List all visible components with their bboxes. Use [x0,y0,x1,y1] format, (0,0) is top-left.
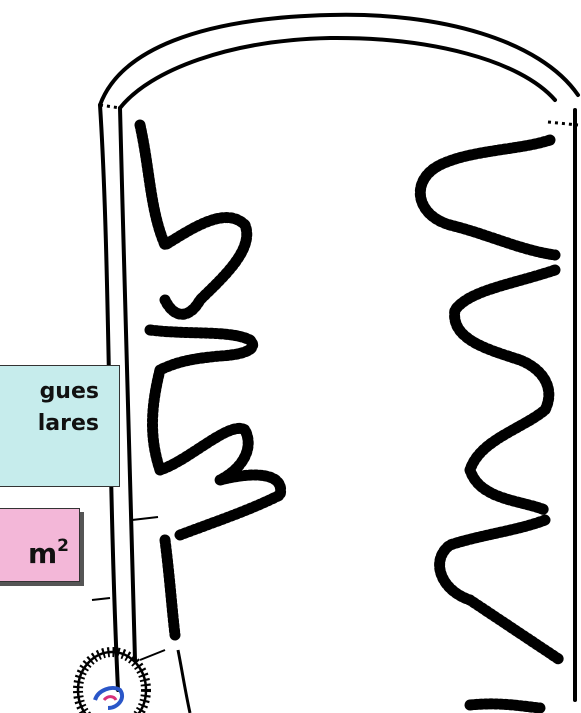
surface-area-unit: m [28,537,57,570]
fold-right-3 [440,520,560,660]
circular-folds-label: gues lares [0,365,120,487]
wall-cut-marks [100,105,578,125]
inner-arch [120,38,555,108]
circular-folds-line2: lares [0,408,99,440]
circular-folds-line1: gues [0,376,99,408]
vessel-pink [104,697,116,700]
vessel-cross-section [78,652,146,713]
surface-area-label: m2 [0,508,80,582]
wall-ticks [92,517,165,660]
outer-arch [100,15,578,105]
bottom-edge [178,650,190,713]
right-folds [420,140,560,708]
surface-area-exponent: 2 [57,536,69,556]
left-inner-wall [120,108,135,660]
fold-right-4 [470,704,540,708]
left-folds [140,125,281,635]
fold-right-2 [455,270,555,510]
